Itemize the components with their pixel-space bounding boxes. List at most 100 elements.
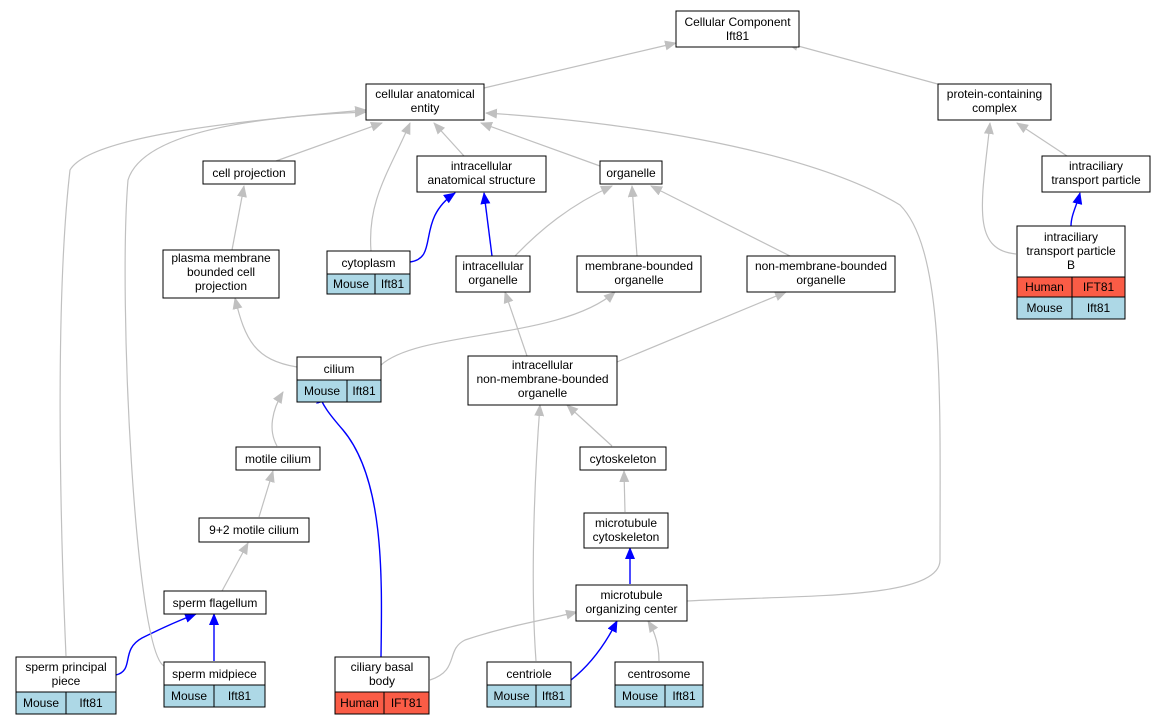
node-sperm-flagellum[interactable]: sperm flagellum [163,590,267,615]
node-label: piece [52,674,81,688]
nodes: Cellular Component Ift81 cellular anatom… [15,10,1151,715]
species-label: Mouse [304,384,340,398]
node-intracellular-organelle[interactable]: intracellular organelle [455,255,531,293]
species-label: Mouse [493,689,529,703]
edge-intraorg-to-organelle [514,185,613,257]
node-cell-projection[interactable]: cell projection [202,160,296,185]
node-protein-containing-complex[interactable]: protein-containing complex [937,83,1052,121]
species-label: Mouse [171,689,207,703]
edge-organelle-to-cae [480,122,601,167]
node-label: sperm principal [25,660,106,674]
node-cellular-anatomical-entity[interactable]: cellular anatomical entity [365,83,485,121]
edge-mtoc-to-cae [485,108,941,602]
node-intracellular-non-membrane-bounded-organelle[interactable]: intracellular non-membrane-bounded organ… [467,355,618,406]
node-cilium[interactable]: cilium Mouse Ift81 [296,356,382,403]
edge-cytoplasm-to-ias [409,192,456,263]
edge-flagellum-to-ninetwo [221,542,249,592]
node-membrane-bounded-organelle[interactable]: membrane-bounded organelle [576,255,702,293]
node-label: B [1067,258,1075,272]
node-label: 9+2 motile cilium [209,523,299,537]
node-label: organelle [796,273,846,287]
node-label: transport particle [1026,244,1116,258]
node-non-membrane-bounded-organelle[interactable]: non-membrane-bounded organelle [746,255,896,293]
node-label: projection [195,279,247,293]
edge-inmbo-to-nmbo [616,291,787,363]
node-motile-cilium[interactable]: motile cilium [235,446,321,471]
species-label: Mouse [23,696,59,710]
node-label: intraciliary [1044,230,1098,244]
node-microtubule-organizing-center[interactable]: microtubule organizing center [575,584,688,622]
node-label: cytoskeleton [593,530,660,544]
node-label: non-membrane-bounded [476,372,608,386]
node-label: transport particle [1051,173,1141,187]
gene-label: Ift81 [79,696,103,710]
edge-cytoplasm-to-cae [369,122,411,252]
gene-label: Ift81 [228,689,252,703]
gene-label: Ift81 [542,689,566,703]
node-label: microtubule [600,588,662,602]
edge-pcc-to-root [786,41,946,87]
edge-intraorg-to-ias [480,192,493,257]
node-intraciliary-transport-particle-b[interactable]: intraciliary transport particle B Human … [1016,225,1126,320]
node-centrosome[interactable]: centrosome Mouse Ift81 [614,661,704,708]
node-label: membrane-bounded [585,259,693,273]
node-label: organelle [518,386,568,400]
node-label: non-membrane-bounded [755,259,887,273]
node-cytoskeleton[interactable]: cytoskeleton [579,446,667,471]
edge-centriole-to-inmbo [532,404,545,662]
edge-pmbcp-to-cellproj [231,185,247,251]
edge-mtcyto-to-cytoskel [619,470,630,513]
node-plasma-membrane-bounded-cell-projection[interactable]: plasma membrane bounded cell projection [162,249,280,299]
node-label: intracellular [462,259,523,273]
gene-cell [213,684,266,708]
node-label: microtubule [595,516,657,530]
gene-label: Ift81 [381,277,405,291]
node-intracellular-anatomical-structure[interactable]: intracellular anatomical structure [416,155,547,193]
gene-label: Ift81 [1087,301,1111,315]
edge-ninetwo-to-motile [258,470,275,518]
node-organelle[interactable]: organelle [599,160,663,185]
edge-principal-to-flagellum [115,613,197,676]
node-label: intraciliary [1069,159,1123,173]
gene-label: IFT81 [1083,280,1115,294]
gene-label: Ift81 [352,384,376,398]
node-label: intracellular [451,159,512,173]
node-ciliary-basal-body[interactable]: ciliary basal body Human IFT81 [334,656,430,715]
gene-cell [374,273,411,295]
edge-cilium-to-pmbcp [232,297,298,368]
edge-inmbo-to-intraorg [503,291,528,357]
species-label: Human [1025,280,1064,294]
gene-cell [346,379,382,403]
node-microtubule-cytoskeleton[interactable]: microtubule cytoskeleton [583,512,669,549]
edge-mbo-to-organelle [627,185,638,257]
node-9-2-motile-cilium[interactable]: 9+2 motile cilium [198,517,310,543]
node-label: centrosome [628,667,691,681]
edge-principal-to-cae [59,105,367,657]
node-sperm-midpiece[interactable]: sperm midpiece Mouse Ift81 [163,661,266,708]
node-cytoplasm[interactable]: cytoplasm Mouse Ift81 [326,250,411,295]
gene-cell [664,684,704,708]
node-label: cellular anatomical [375,87,474,101]
node-label: cytoskeleton [590,452,657,466]
node-label: body [369,674,395,688]
edge-cae-to-root [483,40,677,89]
node-centriole[interactable]: centriole Mouse Ift81 [486,661,572,708]
node-intraciliary-transport-particle[interactable]: intraciliary transport particle [1041,155,1151,193]
gene-label: Ift81 [672,689,696,703]
node-sperm-principal-piece[interactable]: sperm principal piece Mouse Ift81 [15,656,117,715]
edge-centrosome-to-mtoc [647,620,660,662]
node-label: entity [411,101,440,115]
node-label: complex [972,101,1017,115]
gene-cell [383,691,430,715]
node-label: Cellular Component [684,15,791,29]
node-label: centriole [506,667,552,681]
species-label: Mouse [1026,301,1062,315]
node-label: sperm flagellum [173,596,258,610]
gene-cell [65,691,117,715]
gene-cell [1071,296,1126,320]
node-cellular-component[interactable]: Cellular Component Ift81 [675,10,800,48]
edge-basal-to-cilium [316,391,383,658]
node-label: organelle [614,273,664,287]
edge-cellproj-to-cae [275,122,383,162]
